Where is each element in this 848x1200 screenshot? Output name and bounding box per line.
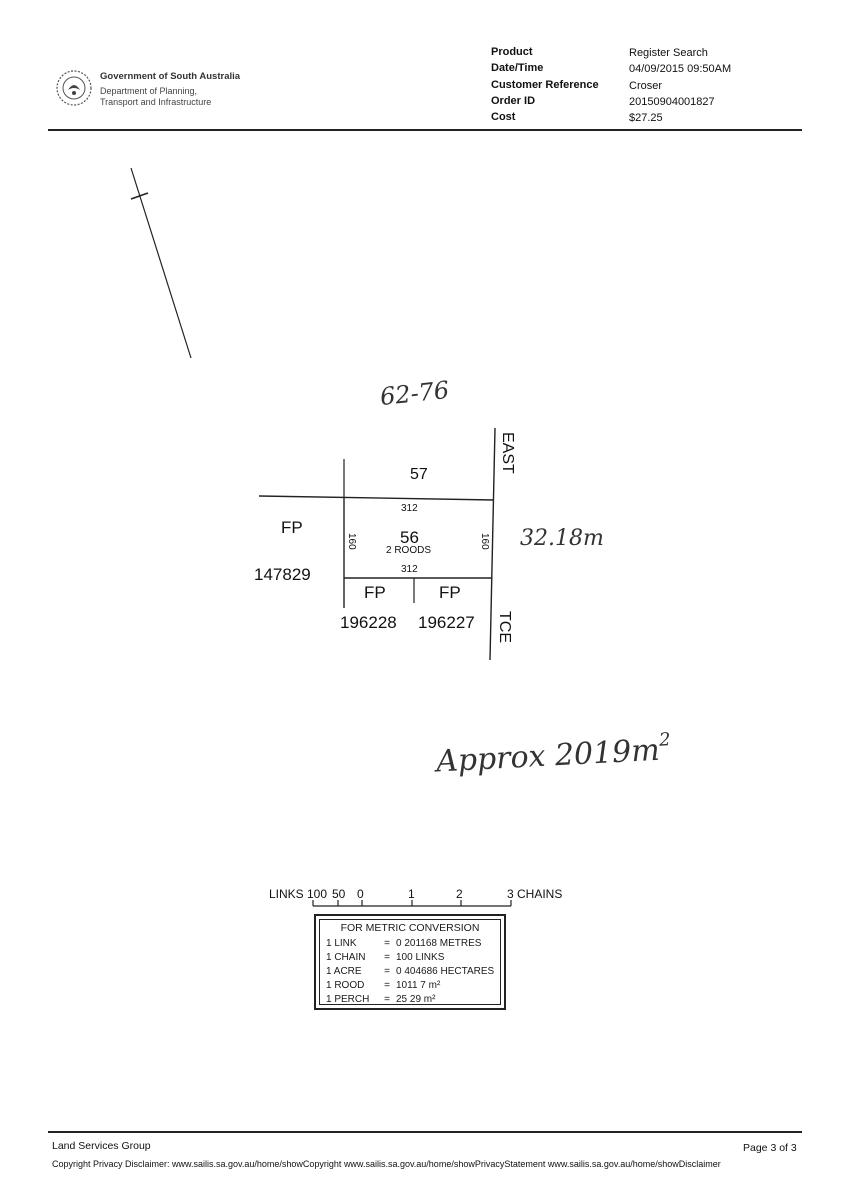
dim-right-160: 160: [479, 533, 490, 550]
dim-bottom-312: 312: [401, 564, 418, 575]
lot-56-north-boundary: [258, 495, 495, 501]
dept-line-2: Transport and Infrastructure: [100, 97, 212, 107]
header-divider: [48, 129, 802, 131]
metric-row: 1 ACRE=0 404686 HECTARES: [326, 966, 495, 977]
fp-b-label: FP: [439, 583, 461, 602]
dim-left-160: 160: [346, 533, 357, 550]
handwritten-area: Approx 2019m2: [432, 729, 672, 779]
org-name: Government of South Australia: [100, 71, 241, 82]
scale-bar: LINKS 100 50 0 1 2 3 CHAINS: [269, 887, 562, 907]
scale-tick-50: 50: [332, 887, 346, 901]
fp-left-number: 147829: [254, 565, 311, 584]
metric-row: 1 PERCH=25 29 m²: [326, 994, 436, 1005]
metric-conversion-box: FOR METRIC CONVERSION 1 LINK=0 201168 ME…: [314, 914, 506, 1010]
meta-value-order-id: 20150904001827: [629, 96, 715, 108]
meta-label-customer-reference: Customer Reference: [491, 79, 599, 91]
meta-value-datetime: 04/09/2015 09:50AM: [629, 63, 732, 75]
scale-tick-100: 100: [307, 887, 327, 901]
handwritten-depth: 32.18m: [520, 526, 604, 551]
scale-links-label: LINKS: [269, 887, 304, 901]
meta-label-datetime: Date/Time: [491, 62, 544, 74]
scale-tick-1: 1: [408, 887, 415, 901]
metric-row: 1 ROOD=1011 7 m²: [326, 980, 441, 991]
handwritten-area-superscript: 2: [658, 729, 672, 751]
north-arrow-tick: [130, 192, 149, 200]
meta-value-customer-reference: Croser: [629, 80, 663, 92]
fp-left-label: FP: [281, 518, 303, 537]
street-boundary-line: [489, 427, 496, 661]
org-department: Department of Planning, Transport and In…: [100, 86, 240, 108]
handwritten-area-value: Approx 2019m: [432, 733, 660, 780]
scale-tick-2: 2: [456, 887, 463, 901]
scale-tick-0: 0: [357, 887, 364, 901]
fp-a-label: FP: [364, 583, 386, 602]
dept-line-1: Department of Planning,: [100, 86, 198, 96]
street-label-tce: TCE: [496, 611, 513, 643]
meta-value-product: Register Search: [629, 47, 708, 59]
page-number: Page 3 of 3: [743, 1142, 797, 1154]
metric-row: 1 CHAIN=100 LINKS: [326, 952, 445, 963]
north-arrow-line: [130, 167, 192, 359]
meta-label-order-id: Order ID: [491, 95, 536, 107]
meta-value-cost: $27.25: [629, 112, 663, 124]
meta-label-product: Product: [491, 46, 533, 58]
fp-a-number: 196228: [340, 613, 397, 632]
meta-label-cost: Cost: [491, 111, 516, 123]
street-label-east: EAST: [499, 432, 516, 474]
handwritten-frontage: 62-76: [379, 376, 451, 411]
dim-top-312: 312: [401, 503, 418, 514]
footer-disclaimer: Copyright Privacy Disclaimer: www.sailis…: [52, 1159, 721, 1169]
metric-conversion-title: FOR METRIC CONVERSION: [340, 922, 480, 934]
footer-divider: [48, 1131, 802, 1133]
lot-56-number: 56: [400, 528, 419, 547]
scale-chains-label: CHAINS: [517, 887, 562, 901]
lot-56-area: 2 ROODS: [386, 545, 431, 556]
fp-b-number: 196227: [418, 613, 475, 632]
footer-group: Land Services Group: [52, 1140, 151, 1152]
metric-row: 1 LINK=0 201168 METRES: [326, 938, 482, 949]
scale-tick-3: 3: [507, 887, 514, 901]
lot-57-number: 57: [410, 466, 428, 483]
government-crest-logo: [56, 70, 92, 106]
